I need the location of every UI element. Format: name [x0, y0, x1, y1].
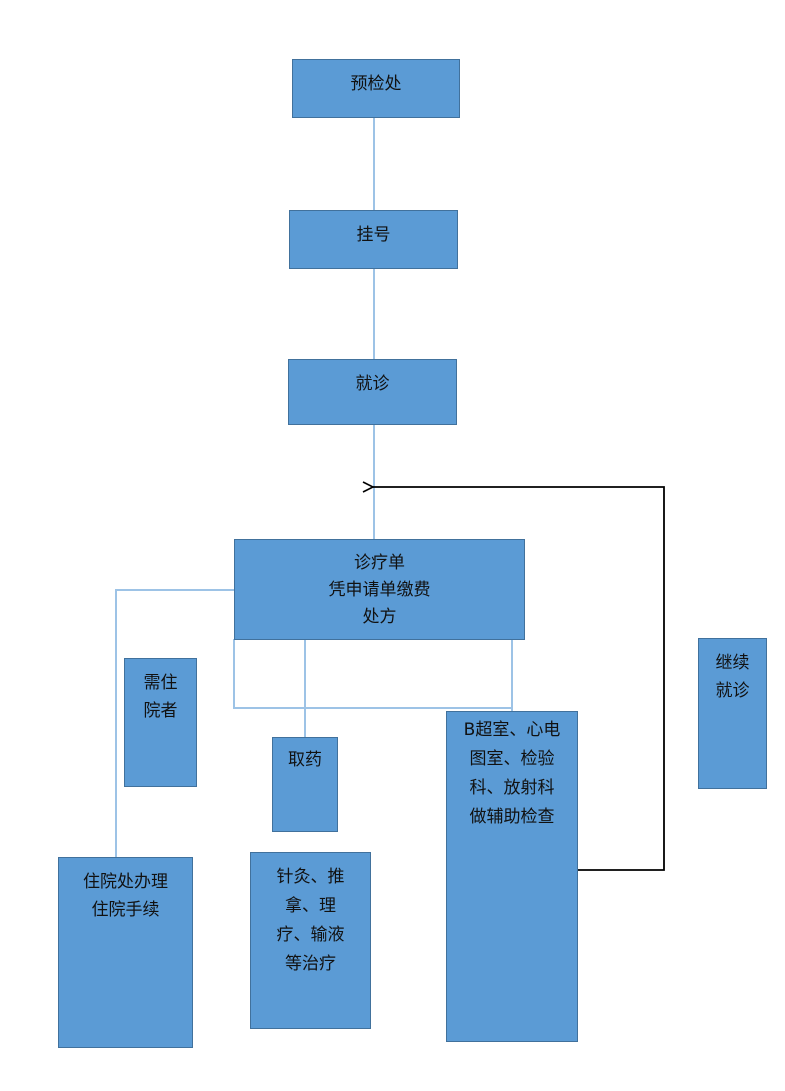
- therapy-box: 针灸、推 拿、理 疗、输液 等治疗: [250, 852, 371, 1029]
- exams-box: B超室、心电 图室、检验 科、放射科 做辅助检查: [446, 711, 578, 1042]
- connector-order-exams: [233, 639, 513, 709]
- continue-line-2: 就诊: [715, 681, 750, 701]
- order-box: 诊疗单 凭申请单缴费 处方: [234, 539, 525, 640]
- register-box: 挂号: [289, 210, 458, 269]
- precheck-label: 预检处: [350, 74, 402, 94]
- connector-order-hospital: [115, 589, 234, 858]
- therapy-line-3: 疗、输液: [276, 925, 345, 945]
- need-hospital-line-2: 院者: [143, 701, 178, 721]
- continue-consult-box: 继续 就诊: [698, 638, 767, 789]
- exams-line-1: B超室、心电: [463, 720, 561, 740]
- get-medicine-label: 取药: [288, 750, 322, 770]
- hospital-admission-box: 住院处办理 住院手续: [58, 857, 193, 1048]
- continue-arrow: [372, 487, 665, 871]
- order-line-3: 处方: [362, 607, 397, 627]
- order-line-1: 诊疗单: [354, 553, 405, 573]
- hospital-admission-line-2: 住院手续: [91, 900, 160, 920]
- consult-label: 就诊: [355, 374, 390, 394]
- consult-box: 就诊: [288, 359, 457, 425]
- need-hospital-box: 需住 院者: [124, 658, 197, 787]
- order-line-2: 凭申请单缴费: [328, 580, 431, 600]
- register-label: 挂号: [356, 225, 391, 245]
- hospital-admission-line-1: 住院处办理: [83, 872, 168, 892]
- exams-line-3: 科、放射科: [469, 778, 555, 798]
- exams-line-2: 图室、检验: [469, 749, 555, 769]
- continue-line-1: 继续: [715, 653, 750, 673]
- therapy-line-2: 拿、理: [285, 896, 336, 916]
- therapy-line-4: 等治疗: [285, 954, 336, 974]
- need-hospital-line-1: 需住: [143, 673, 178, 693]
- therapy-line-1: 针灸、推: [276, 867, 345, 887]
- exams-line-4: 做辅助检查: [469, 807, 555, 827]
- get-medicine-box: 取药: [272, 737, 338, 832]
- precheck-box: 预检处: [292, 59, 460, 118]
